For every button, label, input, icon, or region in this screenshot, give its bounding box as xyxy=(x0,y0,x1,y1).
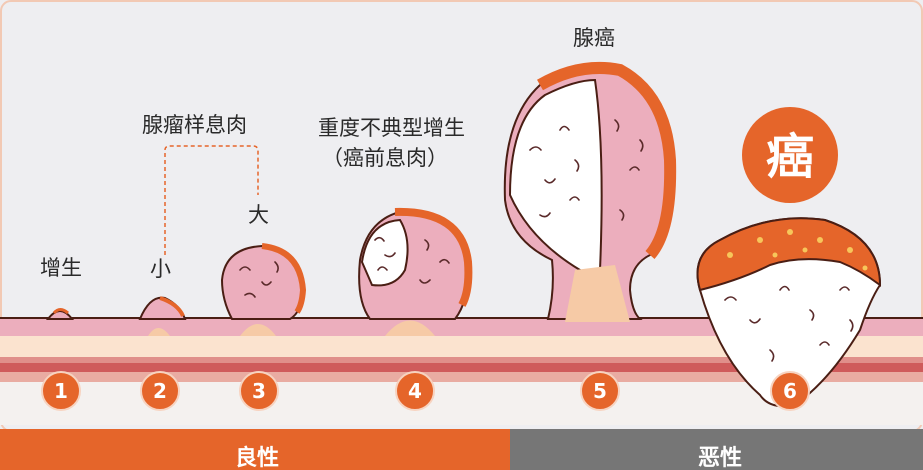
label-benign: 良性 xyxy=(235,445,279,470)
polyp-stage-2 xyxy=(138,296,187,336)
svg-text:4: 4 xyxy=(408,379,422,403)
stage-marker-5: 5 xyxy=(580,371,620,411)
polyp-stage-6 xyxy=(696,217,882,408)
label-hyperplasia: 增生 xyxy=(40,256,82,280)
polyp-stage-1 xyxy=(45,308,75,320)
label-malignant: 恶性 xyxy=(698,446,742,470)
svg-text:2: 2 xyxy=(153,379,167,403)
svg-text:6: 6 xyxy=(783,379,797,403)
adenoma-bracket xyxy=(164,145,259,255)
svg-text:5: 5 xyxy=(593,379,607,403)
label-adenomatous-polyp: 腺瘤样息肉 xyxy=(142,113,247,137)
stage-marker-4: 4 xyxy=(395,371,435,411)
label-large: 大 xyxy=(248,203,269,227)
stage-marker-6: 6 xyxy=(770,371,810,411)
label-cancer: 癌 xyxy=(766,129,814,185)
svg-text:3: 3 xyxy=(252,379,266,403)
stage-marker-3: 3 xyxy=(239,371,279,411)
label-precancerous-polyp: （癌前息肉） xyxy=(322,146,448,170)
stage-marker-2: 2 xyxy=(140,371,180,411)
svg-text:1: 1 xyxy=(54,379,68,403)
label-severe-dysplasia: 重度不典型增生 xyxy=(318,116,465,140)
polyp-stage-4 xyxy=(358,207,473,336)
stage-marker-1: 1 xyxy=(41,371,81,411)
polyp-stage-5 xyxy=(503,61,677,322)
polyp-stage-3 xyxy=(220,243,307,336)
label-small: 小 xyxy=(150,257,171,281)
label-adenocarcinoma: 腺癌 xyxy=(573,26,615,50)
cancer-badge: 癌 xyxy=(742,107,838,203)
malignant-bar xyxy=(510,429,923,470)
stage-markers: 1 2 3 4 5 6 xyxy=(41,371,810,411)
benign-bar xyxy=(0,429,510,470)
